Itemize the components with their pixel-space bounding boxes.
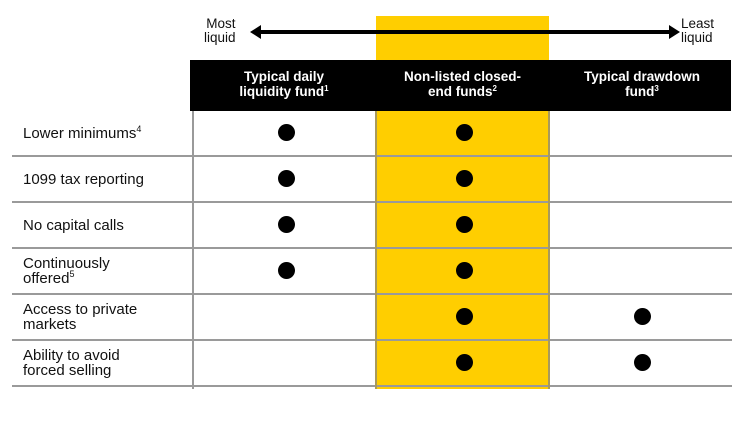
footnote-marker: 4 bbox=[136, 123, 142, 134]
row-label-line1: 1099 tax reporting bbox=[23, 170, 144, 188]
bullet-icon bbox=[278, 124, 295, 141]
footnote-marker: 1 bbox=[324, 84, 329, 93]
least-liquid-label: Least liquid bbox=[681, 17, 714, 45]
row-label: Lower minimums4 bbox=[23, 111, 188, 155]
comparison-table: Lower minimums4 1099 tax reporting No ca… bbox=[12, 111, 732, 387]
bullet-icon bbox=[278, 170, 295, 187]
column-header-bar: Typical daily liquidity fund1 Non-listed… bbox=[190, 60, 731, 111]
bullet-icon bbox=[456, 170, 473, 187]
least-liquid-label-line2: liquid bbox=[681, 30, 713, 45]
column-header-line2: end funds bbox=[428, 84, 493, 99]
row-label: 1099 tax reporting bbox=[23, 157, 188, 201]
column-header-line2: liquidity fund bbox=[239, 84, 325, 99]
row-label-line2: markets bbox=[23, 316, 77, 333]
column-divider bbox=[375, 111, 377, 389]
column-divider bbox=[548, 111, 550, 389]
row-label-line1: Continuously bbox=[23, 255, 110, 272]
most-liquid-label-line2: liquid bbox=[204, 30, 236, 45]
table-row: 1099 tax reporting bbox=[12, 157, 732, 203]
double-headed-arrow-icon bbox=[250, 25, 680, 39]
column-header-line1: Non-listed closed- bbox=[403, 69, 521, 84]
bullet-icon bbox=[278, 216, 295, 233]
column-header-non-listed-closed-end: Non-listed closed- end funds2 bbox=[376, 69, 549, 99]
bullet-icon bbox=[278, 262, 295, 279]
column-header-line1: Typical daily bbox=[243, 69, 325, 84]
bullet-icon bbox=[456, 216, 473, 233]
bullet-icon bbox=[634, 308, 651, 325]
most-liquid-label-line1: Most bbox=[206, 16, 236, 31]
column-header-line2: fund bbox=[625, 84, 655, 99]
column-divider bbox=[192, 111, 194, 389]
row-label-line2: offered bbox=[23, 270, 70, 287]
bullet-icon bbox=[634, 354, 651, 371]
footnote-marker: 2 bbox=[492, 84, 497, 93]
bullet-icon bbox=[456, 124, 473, 141]
row-label-line1: No capital calls bbox=[23, 216, 124, 234]
table-row: Lower minimums4 bbox=[12, 111, 732, 157]
column-header-daily-liquidity: Typical daily liquidity fund1 bbox=[204, 69, 364, 99]
bullet-icon bbox=[456, 262, 473, 279]
bullet-icon bbox=[456, 308, 473, 325]
row-label-line2: forced selling bbox=[23, 362, 112, 379]
row-label-line1: Lower minimums bbox=[23, 124, 137, 142]
row-label-line1: Access to private bbox=[23, 301, 138, 318]
table-row: No capital calls bbox=[12, 203, 732, 249]
column-header-drawdown: Typical drawdown fund3 bbox=[552, 69, 732, 99]
most-liquid-label: Most liquid bbox=[204, 17, 236, 45]
footnote-marker: 3 bbox=[654, 84, 659, 93]
column-header-line1: Typical drawdown bbox=[583, 69, 700, 84]
footnote-marker: 5 bbox=[69, 269, 75, 279]
bullet-icon bbox=[456, 354, 473, 371]
least-liquid-label-line1: Least bbox=[681, 16, 715, 31]
row-label: No capital calls bbox=[23, 203, 188, 247]
row-label-line1: Ability to avoid bbox=[23, 347, 120, 364]
